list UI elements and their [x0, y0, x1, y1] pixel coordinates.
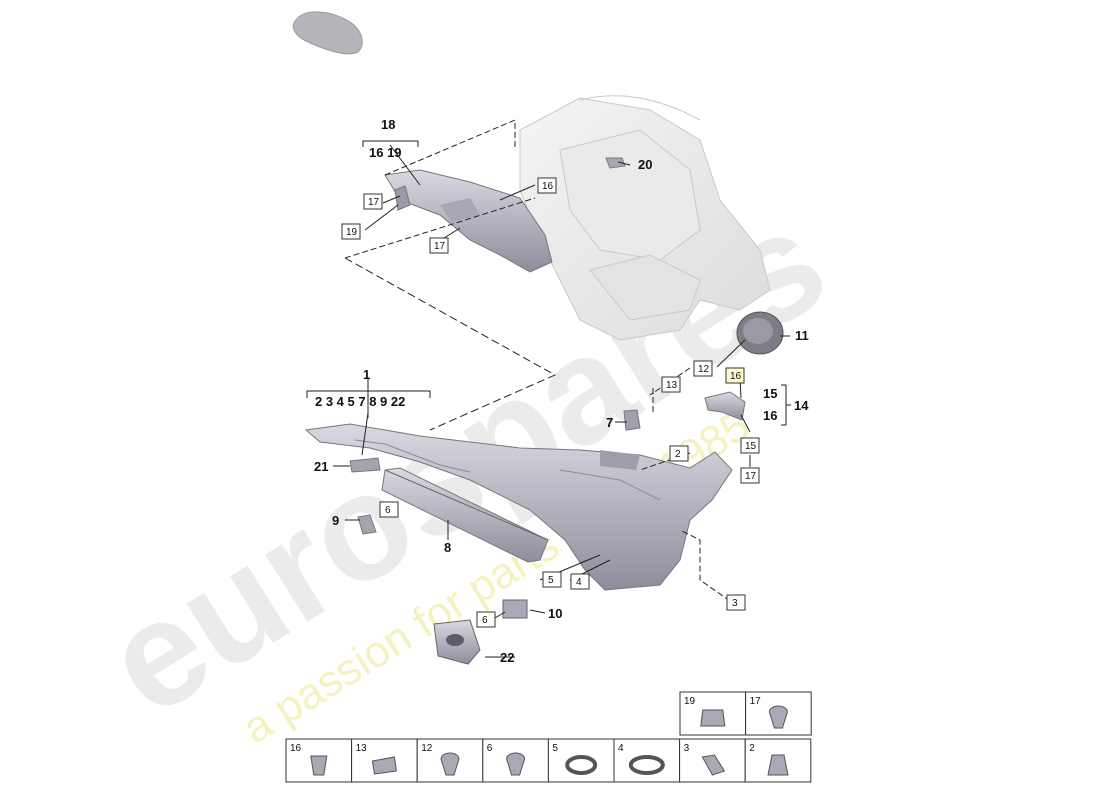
fastener-cell: 16 [285, 738, 353, 783]
rear-body-ghost [519, 95, 771, 341]
fastener-cell-label: 6 [487, 743, 493, 754]
box-6-a: 6 [385, 505, 391, 516]
fastener-icon [700, 709, 726, 727]
fastener-cell: 5 [547, 738, 615, 783]
fastener-icon [768, 705, 788, 729]
box-2: 2 [675, 449, 681, 460]
box-6-b: 6 [482, 615, 488, 626]
fastener-table: 19 17 16 13 12 6 5 4 3 2 [285, 691, 812, 783]
box-16-a: 16 [542, 181, 554, 192]
box-4: 4 [576, 577, 582, 588]
box-17-c: 17 [745, 471, 757, 482]
leader-lines [306, 119, 791, 658]
fastener-cell-label: 17 [750, 696, 762, 707]
fastener-icon [506, 752, 526, 776]
fastener-cell-label: 13 [356, 743, 368, 754]
side-panel-assembly [304, 423, 733, 591]
callout-1: 1 [363, 367, 370, 382]
fastener-icon [371, 756, 397, 775]
fastener-icon [701, 754, 726, 776]
fastener-cell: 17 [745, 691, 812, 736]
callout-numbers: 18 16 19 20 11 1 2 3 4 5 7 8 9 22 15 16 … [314, 117, 809, 665]
fastener-icon [565, 755, 598, 775]
bracket-22-icon [433, 619, 481, 665]
plate-10-icon [502, 599, 528, 619]
fastener-cell: 12 [416, 738, 484, 783]
speaker-11-icon [736, 311, 784, 355]
fastener-icon [310, 755, 328, 776]
fastener-cell: 13 [351, 738, 418, 783]
fastener-cell-label: 4 [618, 743, 624, 754]
box-16-b: 16 [730, 371, 742, 382]
bracket-9-icon [357, 514, 377, 535]
callout-16: 16 [763, 408, 777, 423]
callout-8: 8 [444, 540, 451, 555]
fastener-cell: 4 [613, 738, 681, 783]
callout-7: 7 [606, 415, 613, 430]
fastener-cell-label: 5 [552, 743, 558, 754]
box-19: 19 [346, 227, 358, 238]
callout-20: 20 [638, 157, 652, 172]
box-17-a: 17 [368, 197, 380, 208]
fastener-icon [767, 754, 789, 776]
box-12: 12 [698, 364, 710, 375]
fastener-cell-border [547, 738, 615, 783]
fastener-cell-border [613, 738, 681, 783]
callout-11: 11 [795, 328, 809, 343]
callout-10: 10 [548, 606, 562, 621]
bracket-21-icon [349, 457, 381, 473]
fastener-cell: 3 [679, 738, 746, 783]
callout-22: 22 [500, 650, 514, 665]
callout-18-sub: 16 19 [369, 145, 402, 160]
callout-9: 9 [332, 513, 339, 528]
fastener-cell: 2 [744, 738, 812, 783]
box-3: 3 [732, 598, 738, 609]
box-17-b: 17 [434, 241, 446, 252]
fastener-cell-label: 19 [684, 696, 696, 707]
box-5: 5 [548, 575, 554, 586]
callout-15: 15 [763, 386, 777, 401]
fastener-icon [628, 755, 665, 775]
sill-rail-8 [381, 467, 549, 563]
callout-21: 21 [314, 459, 328, 474]
fastener-icon [440, 752, 460, 776]
fastener-cell-label: 3 [684, 743, 690, 754]
fastener-cell-label: 2 [749, 743, 755, 754]
clip-7-icon [623, 409, 641, 431]
fastener-cell: 19 [679, 691, 747, 736]
boxed-callouts: 17 19 17 16 12 13 16 2 15 17 6 5 4 6 3 [341, 177, 760, 628]
box-15: 15 [745, 441, 757, 452]
fastener-cell-label: 16 [290, 743, 302, 754]
clip-20-icon [605, 157, 626, 169]
callout-18: 18 [381, 117, 395, 132]
fastener-cell: 6 [482, 738, 549, 783]
box-13: 13 [666, 380, 678, 391]
bracket-14-icon [704, 391, 746, 421]
car-silhouette-icon [292, 11, 363, 55]
callout-1-sub: 2 3 4 5 7 8 9 22 [315, 394, 405, 409]
callout-14: 14 [794, 398, 809, 413]
fastener-cell-label: 12 [421, 743, 433, 754]
